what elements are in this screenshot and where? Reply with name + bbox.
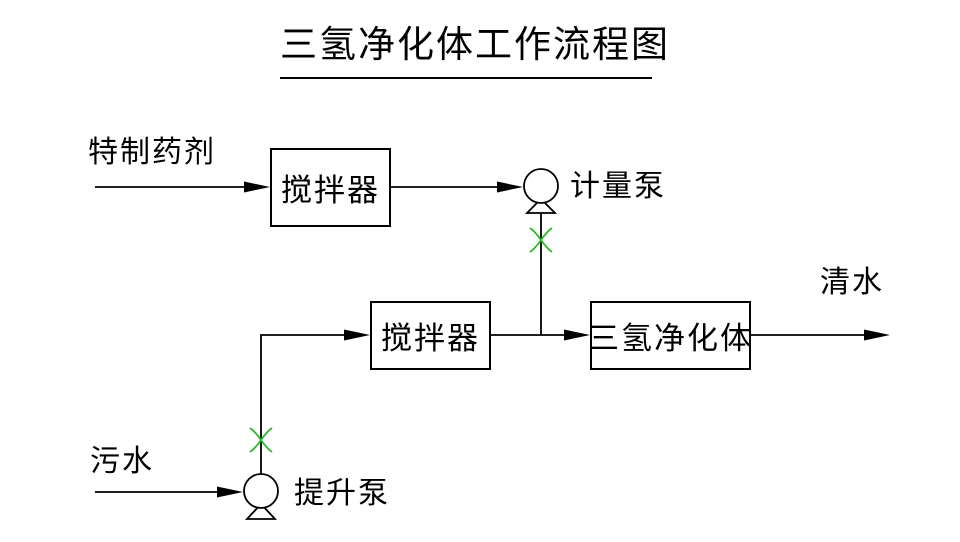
arrowhead-agent-to-mixer-top (244, 181, 270, 193)
sewage-label: 污水 (90, 445, 154, 478)
metering-pump-icon (523, 168, 559, 214)
mixer-top-label: 搅拌器 (281, 173, 380, 208)
clean-water-label: 清水 (820, 266, 884, 299)
lift-pump-icon (243, 473, 279, 520)
metering-pump-label: 计量泵 (570, 170, 666, 203)
lift-pump-label: 提升泵 (294, 477, 390, 510)
arrowhead-sewage-to-lift-pump (217, 486, 243, 498)
valve-dosing-icon (529, 227, 553, 253)
arrowhead-lift-pump-to-mixer-main (344, 329, 370, 341)
lift-pump-stand (244, 502, 278, 520)
mixer-main-box: 搅拌器 (370, 301, 491, 370)
special-agent-label: 特制药剂 (88, 136, 216, 169)
valve-lift-icon (249, 427, 273, 453)
lift-pump-circle (243, 473, 279, 509)
metering-pump-circle (523, 168, 559, 204)
arrowhead-purifier-to-clean-water (864, 329, 890, 341)
arrowhead-mixer-top-to-metering-pump (497, 181, 523, 193)
mixer-main-label: 搅拌器 (381, 321, 480, 356)
valve-dosing-stroke-2 (529, 227, 553, 253)
mixer-top-box: 搅拌器 (270, 148, 391, 227)
purifier-label: 三氢净化体 (588, 321, 753, 356)
purifier-box: 三氢净化体 (588, 301, 753, 370)
valve-lift-stroke-2 (249, 427, 273, 453)
arrowhead-mixer-main-to-purifier (564, 329, 590, 341)
line-lift-pump-to-mixer-main (260, 334, 346, 474)
diagram-title: 三氢净化体工作流程图 (280, 14, 668, 79)
